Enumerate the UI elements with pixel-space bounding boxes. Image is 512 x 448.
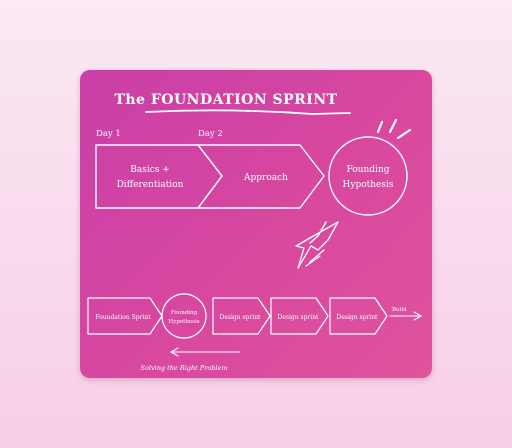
foundation-sprint-label: Foundation Sprint bbox=[95, 314, 151, 321]
design-sprint-3-label: Design sprint bbox=[337, 314, 379, 321]
build-arrow-icon bbox=[389, 311, 423, 321]
burst-icon bbox=[376, 118, 412, 140]
foundation-sprint-chevron bbox=[87, 297, 163, 335]
step-founding-line2: Hypothesis bbox=[343, 180, 394, 190]
caption: Solving the Right Problem bbox=[141, 364, 228, 372]
design-sprint-3-chevron bbox=[329, 297, 388, 335]
founding-hypothesis-line2: Hypothesis bbox=[168, 319, 199, 325]
build-label: Build bbox=[392, 307, 407, 313]
founding-hypothesis-circle bbox=[161, 293, 207, 339]
step-basics-line1: Basics + bbox=[130, 165, 170, 175]
day1-label: Day 1 bbox=[96, 129, 121, 139]
back-arrow-icon bbox=[169, 347, 241, 357]
day2-label: Day 2 bbox=[198, 129, 223, 139]
step-basics-line2: Differentiation bbox=[117, 180, 184, 190]
down-arrow-icon bbox=[295, 221, 339, 269]
step-founding-line1: Founding bbox=[347, 165, 390, 175]
step-founding-hypothesis bbox=[328, 136, 408, 216]
design-sprint-2-label: Design sprint bbox=[278, 314, 320, 321]
step-approach-label: Approach bbox=[243, 173, 288, 183]
design-sprint-2-chevron bbox=[270, 297, 329, 335]
step-approach bbox=[197, 144, 325, 209]
step-basics-differentiation bbox=[95, 144, 223, 209]
diagram-title: The FOUNDATION SPRINT bbox=[114, 92, 337, 108]
founding-hypothesis-line1: Founding bbox=[171, 310, 198, 316]
title-underline bbox=[145, 109, 351, 115]
design-sprint-1-chevron bbox=[212, 297, 271, 335]
design-sprint-1-label: Design sprint bbox=[220, 314, 262, 321]
foundation-sprint-diagram: The FOUNDATION SPRINT Day 1 Day 2 Basics… bbox=[87, 92, 423, 372]
diagram-card: The FOUNDATION SPRINT Day 1 Day 2 Basics… bbox=[80, 70, 432, 378]
